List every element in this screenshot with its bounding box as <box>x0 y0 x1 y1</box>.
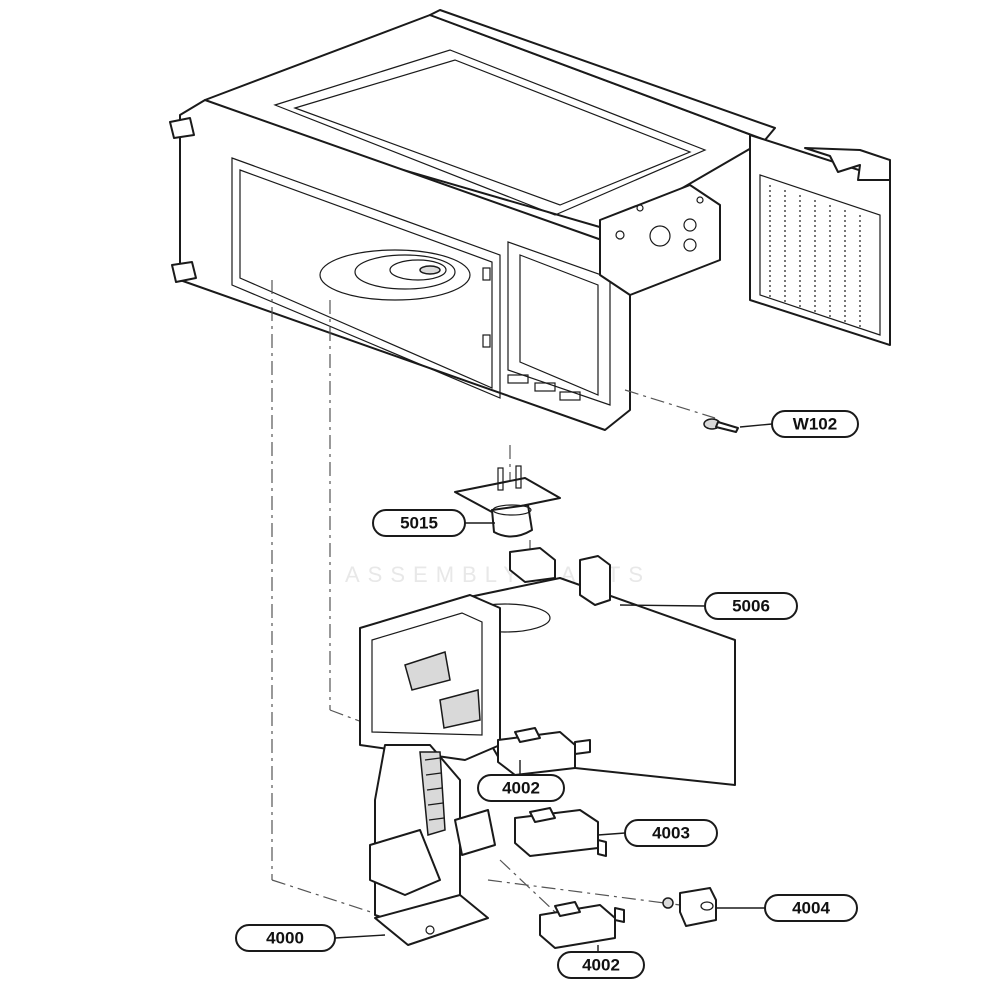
control-panel-opening <box>507 241 611 406</box>
callout-label: W102 <box>793 415 837 434</box>
micro-switch-4003 <box>514 807 607 857</box>
latch-housing-inner <box>371 612 483 736</box>
lever-hook <box>369 829 441 896</box>
rear-flange <box>429 9 776 141</box>
top-panel-recess-inner <box>293 59 692 206</box>
frame-slot <box>534 382 556 392</box>
vent-grille <box>759 174 881 336</box>
callout-4004: 4004 <box>764 894 858 922</box>
callout-4003: 4003 <box>624 819 718 847</box>
switch-bracket-4004 <box>662 887 717 927</box>
magnetron <box>599 184 721 296</box>
cavity-opening <box>231 157 501 399</box>
screw-w102 <box>703 418 739 433</box>
frame-slot <box>507 374 529 384</box>
callout-label: 4004 <box>792 899 830 918</box>
side-panel-tab <box>804 147 891 181</box>
lamp-bulb <box>491 504 533 538</box>
callout-4000: 4000 <box>235 924 336 952</box>
callout-label: 4003 <box>652 824 690 843</box>
lamp-bracket <box>454 477 561 513</box>
callout-5015: 5015 <box>372 509 466 537</box>
top-panel-recess <box>273 49 707 216</box>
frame-slot <box>559 391 581 401</box>
cavity-opening-inner <box>239 169 493 389</box>
plate-clip <box>579 555 611 606</box>
latch-cutout <box>439 689 481 729</box>
latch-board-5006 <box>359 547 736 786</box>
corner-bracket <box>171 261 197 283</box>
corner-bracket <box>169 117 195 139</box>
callout-4002-upper: 4002 <box>477 774 565 802</box>
micro-switch-4002-upper <box>497 727 591 776</box>
lever-switch-seat <box>454 809 496 856</box>
lamp-socket-5015 <box>454 465 561 538</box>
control-panel-opening-inner <box>519 254 599 396</box>
micro-switch-4002-lower <box>539 901 625 949</box>
turntable <box>319 249 471 301</box>
latch-cutout <box>404 651 451 691</box>
callout-4002-lower: 4002 <box>557 951 645 979</box>
lever-base <box>374 894 489 946</box>
callout-label: 5015 <box>400 514 438 533</box>
callout-5006: 5006 <box>704 592 798 620</box>
latch-lever-4000 <box>369 744 496 946</box>
callout-label: 4000 <box>266 929 304 948</box>
callout-label: 4002 <box>502 779 540 798</box>
callout-w102: W102 <box>771 410 859 438</box>
vent-holes <box>769 185 861 330</box>
oven-cavity-assembly <box>169 9 891 431</box>
callout-label: 5006 <box>732 597 770 616</box>
callout-label: 4002 <box>582 956 620 975</box>
assembly-guide-lines <box>271 280 716 916</box>
latch-slot <box>482 334 491 348</box>
leader-lines <box>334 423 773 952</box>
plate-tab <box>509 547 556 583</box>
latch-slot <box>482 267 491 281</box>
